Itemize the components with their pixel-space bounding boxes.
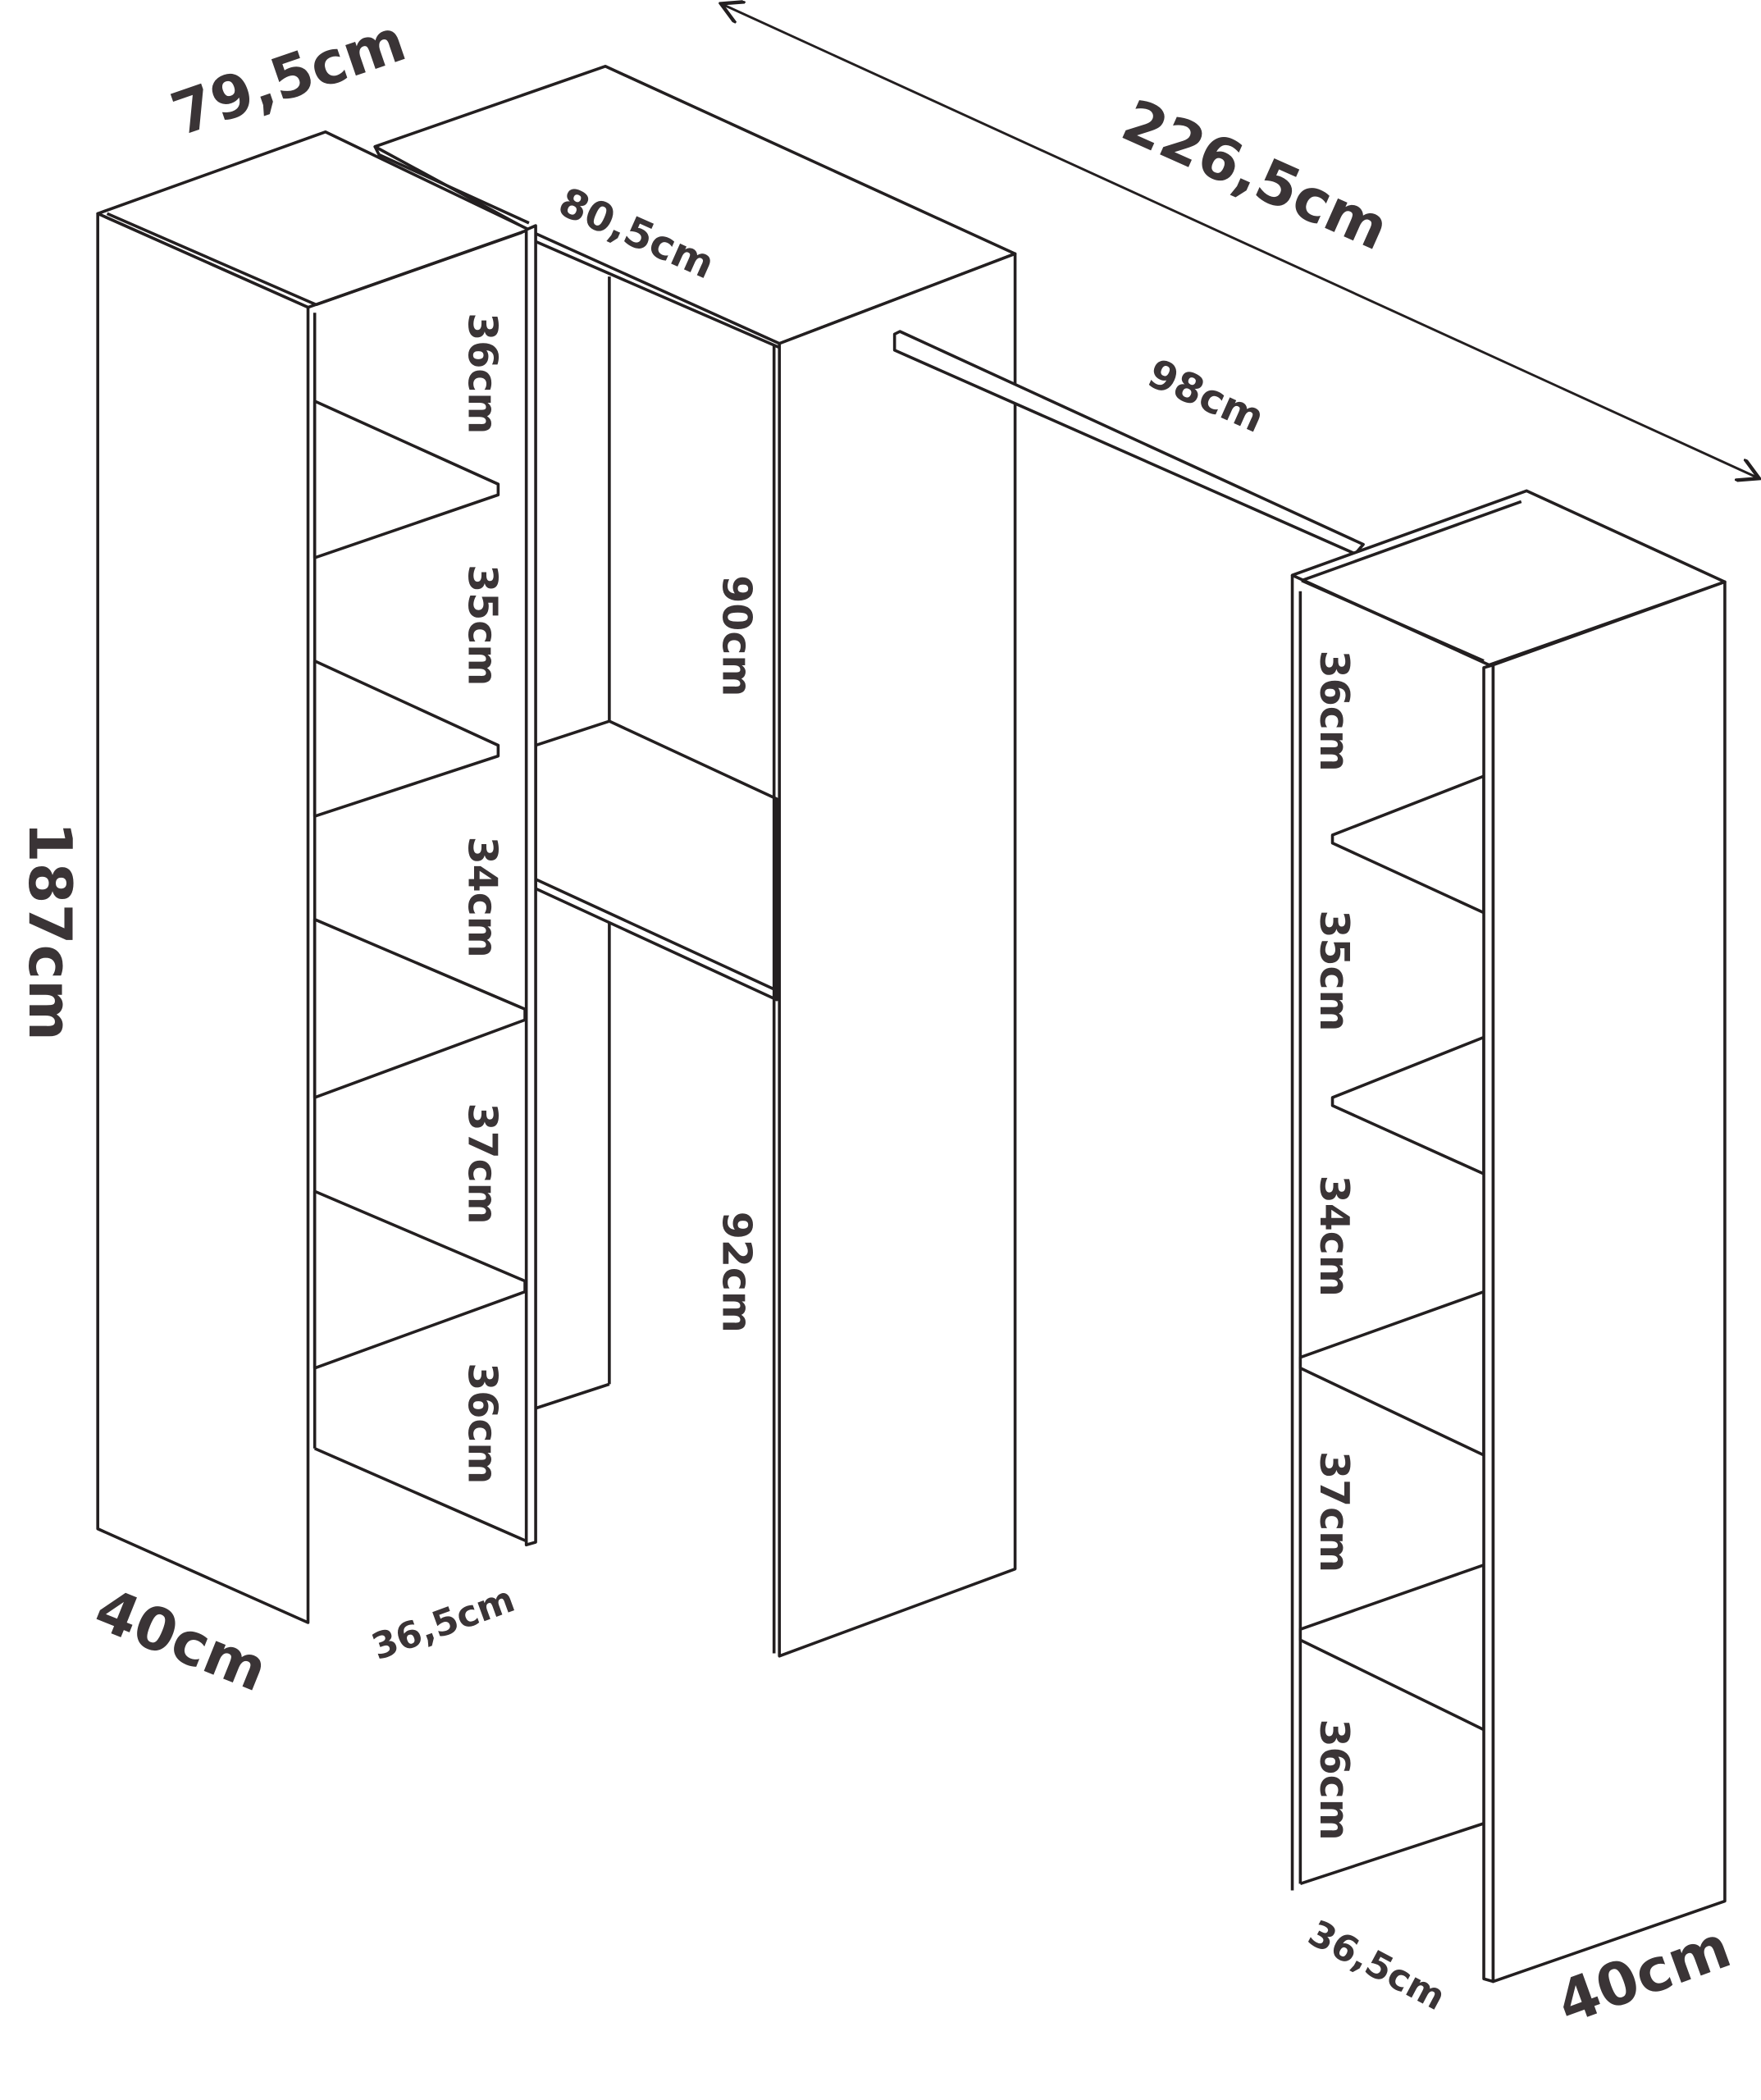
label-left-tower-width: 79,5cm bbox=[163, 5, 414, 148]
label-left-inner-depth: 36,5cm bbox=[367, 1578, 520, 1669]
label-right-shelf-2: 35cm bbox=[1311, 910, 1357, 1031]
label-left-shelf-3: 34cm bbox=[458, 837, 505, 958]
overall-width-arrow bbox=[723, 5, 1757, 477]
label-right-shelf-1: 36cm bbox=[1311, 651, 1357, 772]
label-left-shelf-1: 36cm bbox=[458, 313, 505, 434]
label-rod-length: 98cm bbox=[1141, 350, 1271, 442]
label-middle-upper: 90cm bbox=[714, 575, 760, 696]
label-right-inner-depth: 36,5cm bbox=[1302, 1912, 1453, 2019]
label-middle-lower: 92cm bbox=[714, 1212, 760, 1333]
hanging-rod bbox=[892, 330, 1365, 555]
label-right-shelf-3: 34cm bbox=[1311, 1176, 1357, 1297]
right-tower bbox=[1290, 489, 1727, 1984]
label-left-shelf-5: 36cm bbox=[458, 1363, 505, 1484]
label-height: 187cm bbox=[16, 822, 84, 1041]
label-right-shelf-4: 37cm bbox=[1311, 1451, 1357, 1573]
left-tower bbox=[96, 130, 537, 1624]
label-overall-width: 226,5cm bbox=[1112, 85, 1398, 263]
label-left-shelf-4: 37cm bbox=[458, 1102, 505, 1224]
label-left-shelf-2: 35cm bbox=[458, 564, 505, 686]
middle-section bbox=[373, 64, 1017, 1658]
label-right-shelf-5: 36cm bbox=[1311, 1719, 1357, 1841]
